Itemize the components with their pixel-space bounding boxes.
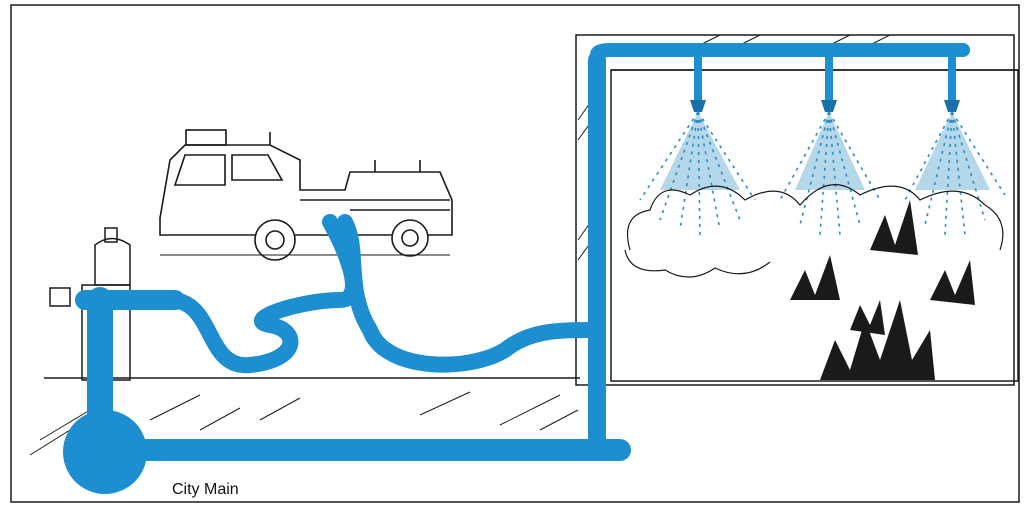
water-pipes [63, 43, 970, 494]
building [575, 34, 1019, 386]
supply-hose-2 [337, 214, 600, 373]
fire-truck-icon [159, 129, 453, 261]
ground [29, 377, 580, 456]
outer-frame [10, 4, 1020, 503]
flame-icon [790, 200, 975, 380]
sprinkler-main [590, 43, 970, 62]
building-room [610, 69, 1019, 382]
sprinkler-heads [690, 100, 960, 112]
sprinkler-head-icon [821, 100, 837, 112]
fire-hydrant-icon [49, 227, 131, 381]
city-main-label: City Main [172, 481, 239, 498]
water-spray [639, 111, 1006, 241]
sprinkler-head-icon [690, 100, 706, 112]
spray-cones [660, 112, 990, 190]
building-outer-wall [575, 34, 1015, 386]
sprinkler-head-icon [944, 100, 960, 112]
smoke-icon [624, 184, 1004, 278]
